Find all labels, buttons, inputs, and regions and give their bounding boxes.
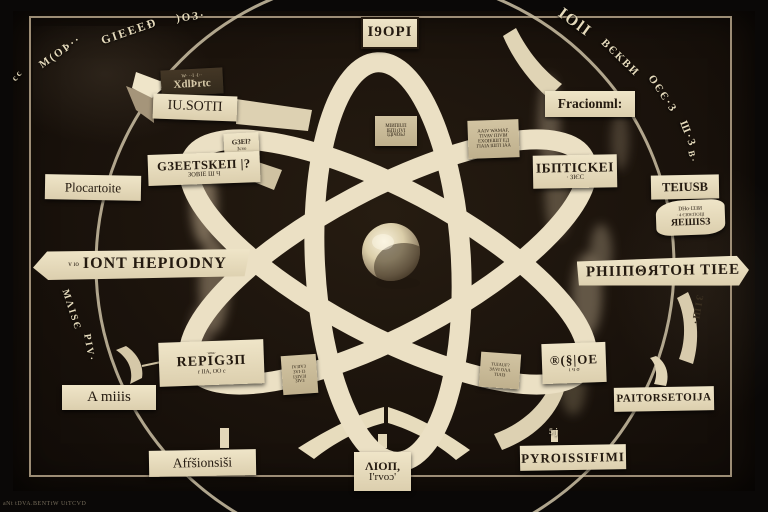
label-ecsioe: ®(§|ОЕ ı ч σ	[541, 341, 607, 385]
repiggn-main: REPIGЗП	[176, 352, 247, 370]
paper-note-b: TUIΛUF? ЗΛVI OΛΛ TIΛIЗ	[478, 351, 522, 390]
paper-b-line: TIΛIЗ	[493, 371, 506, 378]
nucleus-note-line: IДIЧОЬJ	[387, 133, 405, 139]
aion-line2: I'rvoɔ'	[368, 471, 397, 484]
phiin-text: PHIIПΘЯTOH TIEE	[585, 261, 741, 281]
label-lusoti: IU.SOTΠ	[152, 93, 238, 122]
lusoti-text: IU.SOTΠ	[167, 98, 223, 116]
aion-line1: ΛIOΠ,	[365, 458, 400, 473]
ecs-sub: ı ч σ	[568, 366, 580, 373]
teiusb-text: TEIUSB	[661, 179, 709, 194]
iont-main: IONT HEPIODNY	[82, 255, 227, 273]
repiggn-sub: r IIA, OO c	[197, 368, 226, 376]
label-dho-blob: DHo·ІЗЗИ · 4 ЄЮЄПОЦІ ЯЕШІЅЗ	[655, 198, 726, 237]
label-amiiis: A miiis	[62, 385, 156, 410]
label-pyroissifimi: PYROISSIFIMI	[519, 444, 627, 471]
paper-c-line: ГIAIA IШTI IAA	[476, 143, 512, 150]
label-idopi: I9OPI	[361, 17, 419, 49]
label-dark-badge: W· ··I ·I·· XdlÞrtc	[160, 67, 224, 97]
nucleus-sphere	[362, 223, 420, 289]
afision-text: Afŕšionsiši	[172, 454, 233, 471]
pyro-tick: 5j	[549, 427, 560, 436]
label-repiggn: ·ama· REPIGЗП r IIA, OO c	[158, 339, 265, 387]
ibp-sub: · ЗІЄС	[566, 173, 585, 182]
badge-line2: XdlÞrtc	[173, 76, 212, 91]
dho-line3: ЯЕШІЅЗ	[670, 215, 711, 229]
iont-prefix: v ıo	[68, 259, 79, 268]
ecs-main: ®(§|ОЕ	[549, 351, 599, 368]
paytor-text: PAITORSETOIJA	[616, 391, 712, 406]
label-afision: Afŕšionsiši	[148, 449, 257, 477]
label-idopi-text: I9OPI	[367, 24, 413, 41]
nucleus-note-line: IБПI (IVI	[386, 128, 406, 134]
label-ibptickei: IБПTICKEI · ЗІЄС	[532, 154, 618, 189]
plocartoite-text: Plocartoite	[64, 179, 122, 196]
paper-a-line: ЗIVЗ	[295, 377, 305, 384]
nucleus-note: МIИПIUП IБПI (IVI IДIЧОЬJ	[375, 116, 417, 146]
label-iont-banner: v ıo IONT HEPIODNY	[33, 249, 250, 280]
label-geets: GЗЕЕТЅКЕП |? ЗОВІЕ Ш Ч	[147, 151, 261, 186]
paper-note-a: IVЗIVЗ ЗVI·IЗ IЗЗVЗI ЗIVЗ	[280, 353, 319, 396]
label-aion: ΛIOΠ, I'rvoɔ'	[354, 452, 411, 491]
label-paytorsetoija: PAITORSETOIJA	[613, 386, 715, 412]
amiiis-text: A miiis	[87, 388, 131, 405]
nucleus-note-line: МIИПIUП	[385, 123, 407, 129]
label-teiusb: TEIUSB	[650, 174, 720, 200]
pyro-main: PYROISSIFIMI	[520, 448, 625, 466]
fracionml-text: Fracionml:	[557, 95, 623, 111]
label-fracionml: Fracionml:	[545, 91, 635, 117]
geets-sub: ЗОВІЕ Ш Ч	[187, 170, 221, 179]
paper-note-c: AAIV WAMAF, TIVAV ПIVIИ EXOIEIШT ЕД ГIAI…	[467, 119, 520, 159]
photo-watermark: aNt tDVA.BENTtW UtTCVD	[3, 501, 87, 507]
label-plocartoite: Plocartoite	[44, 174, 142, 201]
